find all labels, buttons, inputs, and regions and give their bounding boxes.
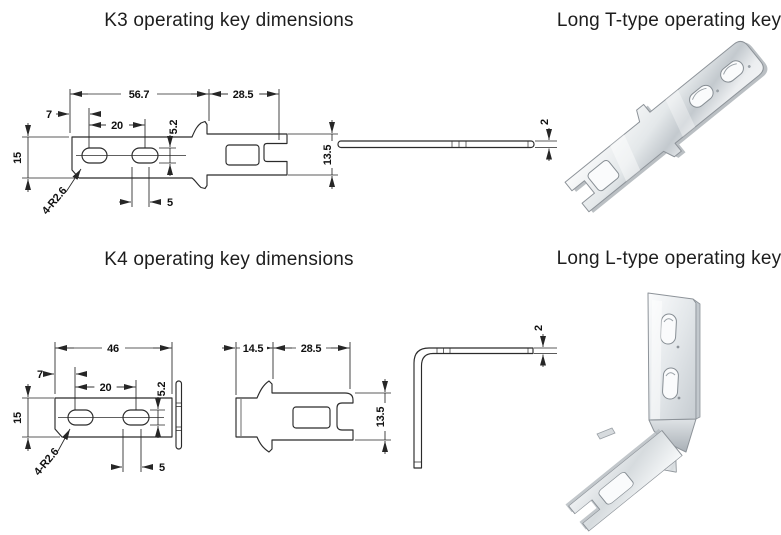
k4-edge-bar: [175, 380, 183, 450]
k4-dim-slot-end-offset: 5: [159, 462, 165, 474]
t-key-dimple-2: [747, 65, 751, 68]
k3-dim-slot-height: 5.2: [168, 120, 180, 135]
k4-dim-thickness: 2: [533, 325, 545, 331]
l-key-fork-barb: [663, 460, 677, 473]
l-key-title: Long L-type operating key: [556, 248, 781, 269]
k3-side-view: 2: [337, 119, 557, 161]
t-key-window: [587, 159, 620, 192]
k4-dim-head-width: 13.5: [375, 407, 387, 428]
t-key-body: [564, 40, 764, 213]
k3-dim-head-length: 28.5: [233, 89, 254, 101]
t-key-oval-2: [720, 60, 744, 83]
l-key-plate-edge: [692, 298, 701, 420]
k4-plate-outline: [54, 397, 173, 438]
t-key-dimple-1: [716, 89, 719, 93]
k3-dim-total-length: 56.7: [129, 89, 150, 101]
k4-dim-slot-height: 5.2: [156, 382, 168, 397]
l-key-dimple-1: [676, 345, 680, 349]
t-key-oval-1: [689, 84, 714, 108]
k3-title: K3 operating key dimensions: [104, 10, 354, 31]
k4-lbar-outline: [413, 347, 534, 469]
k3-dim-thickness: 2: [539, 119, 551, 125]
k4-head-outline: [235, 380, 354, 453]
k3-dim-slot-spacing: 20: [111, 120, 123, 132]
l-key-fork-window: [598, 472, 634, 505]
t-key-title: Long T-type operating key: [556, 10, 781, 31]
k3-drawing: 56.7 28.5 7 20 5.2 15: [12, 87, 338, 217]
k4-dim-head-length: 28.5: [301, 343, 322, 355]
k4-dim-slot-spacing: 20: [100, 382, 112, 394]
k4-dim-total-length: 46: [107, 343, 119, 355]
k3-rect-hole: [225, 144, 260, 166]
k4-dim-neck-length: 14.5: [243, 343, 264, 355]
k4-dim-edge-to-slot: 7: [37, 369, 43, 381]
k3-key-outline: [71, 120, 288, 190]
k3-dim-body-width: 15: [12, 152, 24, 164]
l-key-holes: [660, 313, 681, 400]
k4-side-view: 2: [413, 325, 557, 469]
k4-title: K4 operating key dimensions: [104, 249, 354, 270]
k3-dim-edge-to-slot: 7: [46, 109, 52, 121]
k3-dim-head-width: 13.5: [322, 145, 334, 166]
k4-dim-body-width: 15: [12, 412, 24, 424]
k3-dim-slot-end-offset: 5: [167, 197, 173, 209]
k4-left-view: 46 7 20 5.2 15 5: [12, 341, 183, 478]
k4-dim-corner-radius: 4-R2.6: [32, 446, 62, 478]
k4-head-hole: [292, 406, 331, 429]
l-key-fork-tab: [596, 427, 616, 440]
k3-dim-corner-radius: 4-R2.6: [40, 185, 70, 217]
l-key-photo: [565, 292, 701, 532]
l-key-dimple-2: [677, 396, 681, 400]
t-key-photo: [564, 40, 768, 213]
k4-middle-view: 14.5 28.5 13.5: [222, 341, 391, 454]
k3-side-bar: [337, 140, 535, 149]
